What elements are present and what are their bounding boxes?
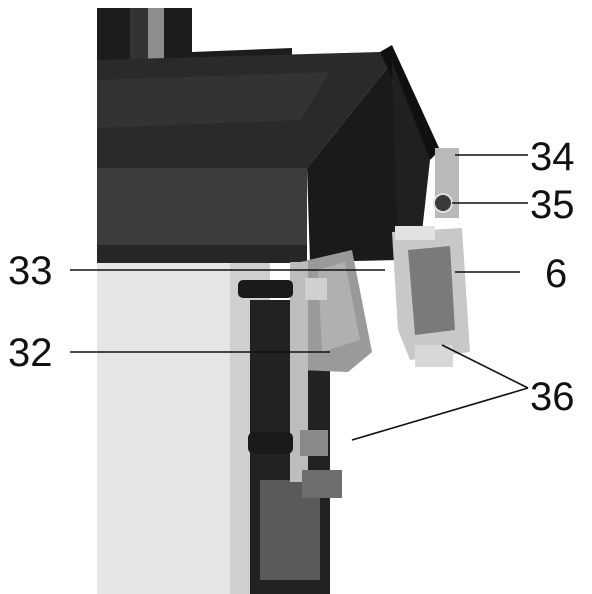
base-panel — [97, 263, 247, 594]
table-top-sheen — [97, 72, 330, 128]
callout-36: 36 — [530, 375, 575, 419]
callout-35: 35 — [530, 183, 575, 227]
lower-bolt — [248, 432, 293, 454]
lower-bolt-head — [300, 430, 328, 456]
callout-34: 34 — [530, 135, 575, 179]
bottom-bracket — [302, 470, 342, 498]
leader-36a — [351, 387, 529, 441]
callout-labels: 34 35 33 6 32 36 — [8, 135, 575, 419]
knob-screw — [433, 193, 453, 213]
upper-bolt — [238, 280, 293, 298]
callout-6: 6 — [545, 252, 567, 296]
leader-lines — [70, 154, 529, 441]
upper-bolt-head — [305, 278, 327, 300]
aluminium-profile-groove — [408, 246, 455, 335]
table-front-edge-shadow — [97, 245, 307, 263]
machine-photo — [97, 8, 470, 594]
profile-slot-top — [395, 226, 435, 240]
leader-36b — [441, 344, 529, 389]
callout-33: 33 — [8, 249, 53, 293]
table-side-face — [307, 62, 400, 262]
wood-block-grain — [318, 262, 360, 352]
profile-foot — [415, 345, 453, 367]
callout-32: 32 — [8, 331, 53, 375]
clamp-plate — [290, 262, 308, 482]
fence-rail-face — [392, 62, 430, 250]
